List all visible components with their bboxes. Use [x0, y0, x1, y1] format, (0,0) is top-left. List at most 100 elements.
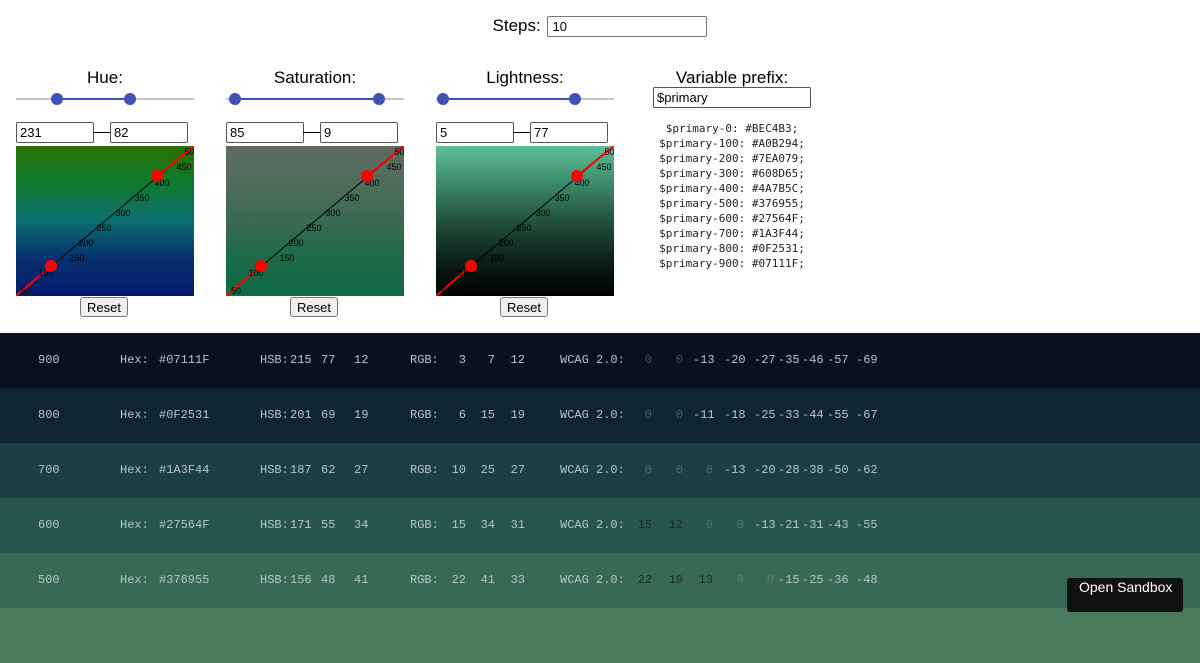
scss-variable-line: $primary-800: #0F2531; — [659, 242, 805, 255]
hex-label: Hex: — [120, 353, 149, 367]
hsb-value: 171 — [290, 518, 312, 532]
wcag-contrast-value: -62 — [856, 463, 878, 477]
rgb-value: 12 — [510, 353, 525, 367]
steps-input[interactable] — [547, 16, 708, 38]
lightness-max-input[interactable] — [530, 122, 608, 143]
slider-thumb-max[interactable] — [123, 93, 136, 105]
wcag-contrast-value: -27 — [754, 353, 776, 367]
hex-label: Hex: — [120, 518, 149, 532]
hue-min-input[interactable] — [16, 122, 94, 143]
curve-handle-start[interactable] — [465, 260, 477, 272]
curve-handle-start[interactable] — [45, 260, 57, 272]
curve-step-label: 100 — [38, 268, 53, 278]
saturation-max-input[interactable] — [320, 122, 398, 143]
lightness-curve-editor[interactable]: 50100150200250300350400450500 — [436, 146, 614, 296]
lightness-reset-button[interactable]: Reset — [500, 297, 548, 317]
steps-label: Steps: — [492, 16, 541, 35]
wcag-contrast-value: 0 — [644, 463, 652, 477]
slider-fill — [56, 98, 130, 100]
hsb-label: HSB: — [260, 408, 289, 422]
color-step-row — [0, 608, 1200, 663]
curve-handle-end[interactable] — [151, 170, 163, 182]
curve-step-label: 50 — [21, 286, 31, 296]
wcag-contrast-value: -20 — [724, 353, 746, 367]
hsb-value: 48 — [321, 573, 336, 587]
wcag-contrast-value: 0 — [644, 353, 652, 367]
lightness-range-slider[interactable] — [436, 91, 614, 107]
curve-step-label: 350 — [344, 193, 359, 203]
hsb-label: HSB: — [260, 353, 289, 367]
curve-segment — [226, 265, 262, 296]
saturation-range-slider[interactable] — [226, 91, 404, 107]
wcag-contrast-value: 15 — [637, 518, 652, 532]
open-sandbox-button[interactable]: Open Sandbox — [1067, 578, 1183, 612]
scss-variable-line: $primary-100: #A0B294; — [659, 137, 805, 150]
wcag-contrast-value: -67 — [856, 408, 878, 422]
hsb-value: 62 — [321, 463, 336, 477]
slider-thumb-min[interactable] — [228, 93, 241, 105]
rgb-value: 6 — [458, 408, 466, 422]
wcag-contrast-value: 0 — [736, 573, 744, 587]
hsb-value: 156 — [290, 573, 312, 587]
rgb-label: RGB: — [410, 353, 439, 367]
wcag-contrast-value: -43 — [827, 518, 849, 532]
hsb-value: 55 — [321, 518, 336, 532]
saturation-reset-button[interactable]: Reset — [290, 297, 338, 317]
curve-step-label: 150 — [489, 253, 504, 263]
saturation-curve-editor[interactable]: 50100150200250300350400450500 — [226, 146, 404, 296]
curve-handle-end[interactable] — [571, 170, 583, 182]
hsb-value: 41 — [354, 573, 369, 587]
rgb-value: 10 — [451, 463, 466, 477]
curve-step-label: 300 — [325, 208, 340, 218]
range-separator — [303, 132, 321, 133]
curve-handle-end[interactable] — [361, 170, 373, 182]
curve-step-label: 100 — [248, 268, 263, 278]
curve-step-label: 150 — [279, 253, 294, 263]
wcag-contrast-value: -13 — [754, 518, 776, 532]
rgb-value: 3 — [458, 353, 466, 367]
hue-reset-button[interactable]: Reset — [80, 297, 128, 317]
rgb-value: 27 — [510, 463, 525, 477]
wcag-contrast-value: -20 — [754, 463, 776, 477]
curve-step-label: 450 — [176, 162, 191, 172]
wcag-contrast-value: -11 — [693, 408, 715, 422]
step-number: 500 — [38, 573, 60, 587]
rgb-value: 41 — [480, 573, 495, 587]
curve-step-label: 200 — [498, 238, 513, 248]
slider-thumb-min[interactable] — [50, 93, 63, 105]
curve-step-label: 350 — [134, 193, 149, 203]
step-number: 900 — [38, 353, 60, 367]
panel-title: Saturation: — [273, 68, 357, 87]
wcag-label: WCAG 2.0: — [560, 463, 625, 477]
wcag-contrast-value: -25 — [802, 573, 824, 587]
lightness-min-input[interactable] — [436, 122, 514, 143]
wcag-contrast-value: 0 — [644, 408, 652, 422]
wcag-contrast-value: -21 — [778, 518, 800, 532]
slider-thumb-min[interactable] — [437, 93, 450, 105]
slider-thumb-max[interactable] — [373, 93, 386, 105]
hex-value: #1A3F44 — [159, 463, 210, 477]
saturation-min-input[interactable] — [226, 122, 304, 143]
range-inputs — [436, 122, 614, 144]
wcag-contrast-value: -38 — [802, 463, 824, 477]
lightness-panel: Lightness: 50100150200250300350400450500… — [436, 68, 614, 317]
rgb-value: 15 — [480, 408, 495, 422]
hue-range-slider[interactable] — [16, 91, 194, 107]
rgb-label: RGB: — [410, 518, 439, 532]
wcag-contrast-value: 0 — [675, 463, 683, 477]
hue-curve-editor[interactable]: 50100150200250300350400450500 — [16, 146, 194, 296]
wcag-contrast-value: -69 — [856, 353, 878, 367]
hue-max-input[interactable] — [110, 122, 188, 143]
slider-thumb-max[interactable] — [568, 93, 581, 105]
saturation-panel: Saturation: 5010015020025030035040045050… — [226, 68, 404, 317]
wcag-contrast-value: 0 — [766, 573, 774, 587]
curve-handle-start[interactable] — [255, 260, 267, 272]
variable-prefix-input[interactable] — [653, 87, 811, 108]
scss-variable-line: $primary-500: #376955; — [659, 197, 805, 210]
wcag-contrast-value: -18 — [724, 408, 746, 422]
rgb-value: 25 — [480, 463, 495, 477]
curve-step-label: 400 — [574, 178, 589, 188]
hsb-value: 34 — [354, 518, 369, 532]
hex-label: Hex: — [120, 463, 149, 477]
